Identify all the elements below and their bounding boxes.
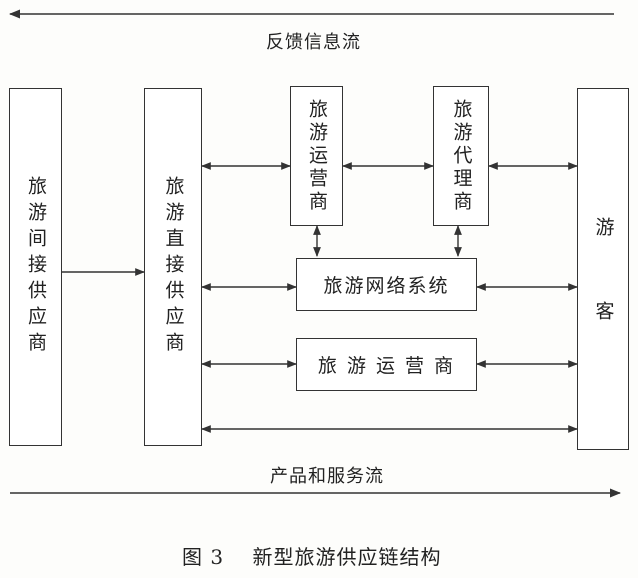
travel-agent-label: 旅游代理商: [450, 98, 473, 214]
tourist-node: 游 客: [577, 88, 629, 450]
travel-agent-node: 旅游代理商: [433, 86, 489, 226]
feedback-flow-label: 反馈信息流: [266, 32, 361, 53]
indirect-supplier-label: 旅游间接供应商: [25, 176, 47, 358]
indirect-supplier-node: 旅游间接供应商: [9, 88, 62, 446]
tour-operator-bottom-node: 旅 游 运 营 商: [296, 338, 477, 391]
tour-operator-node: 旅游运营商: [290, 86, 343, 226]
tourist-label: 游 客: [592, 216, 615, 322]
figure-caption: 图 3 新型旅游供应链结构: [182, 545, 442, 569]
tour-operator-bottom-label: 旅 游 运 营 商: [317, 355, 456, 377]
network-system-label: 旅游网络系统: [323, 275, 450, 297]
direct-supplier-node: 旅游直接供应商: [144, 88, 202, 446]
product-flow-label: 产品和服务流: [270, 466, 384, 487]
direct-supplier-label: 旅游直接供应商: [162, 176, 185, 358]
tour-operator-label: 旅游运营商: [306, 98, 328, 214]
network-system-node: 旅游网络系统: [296, 258, 477, 311]
